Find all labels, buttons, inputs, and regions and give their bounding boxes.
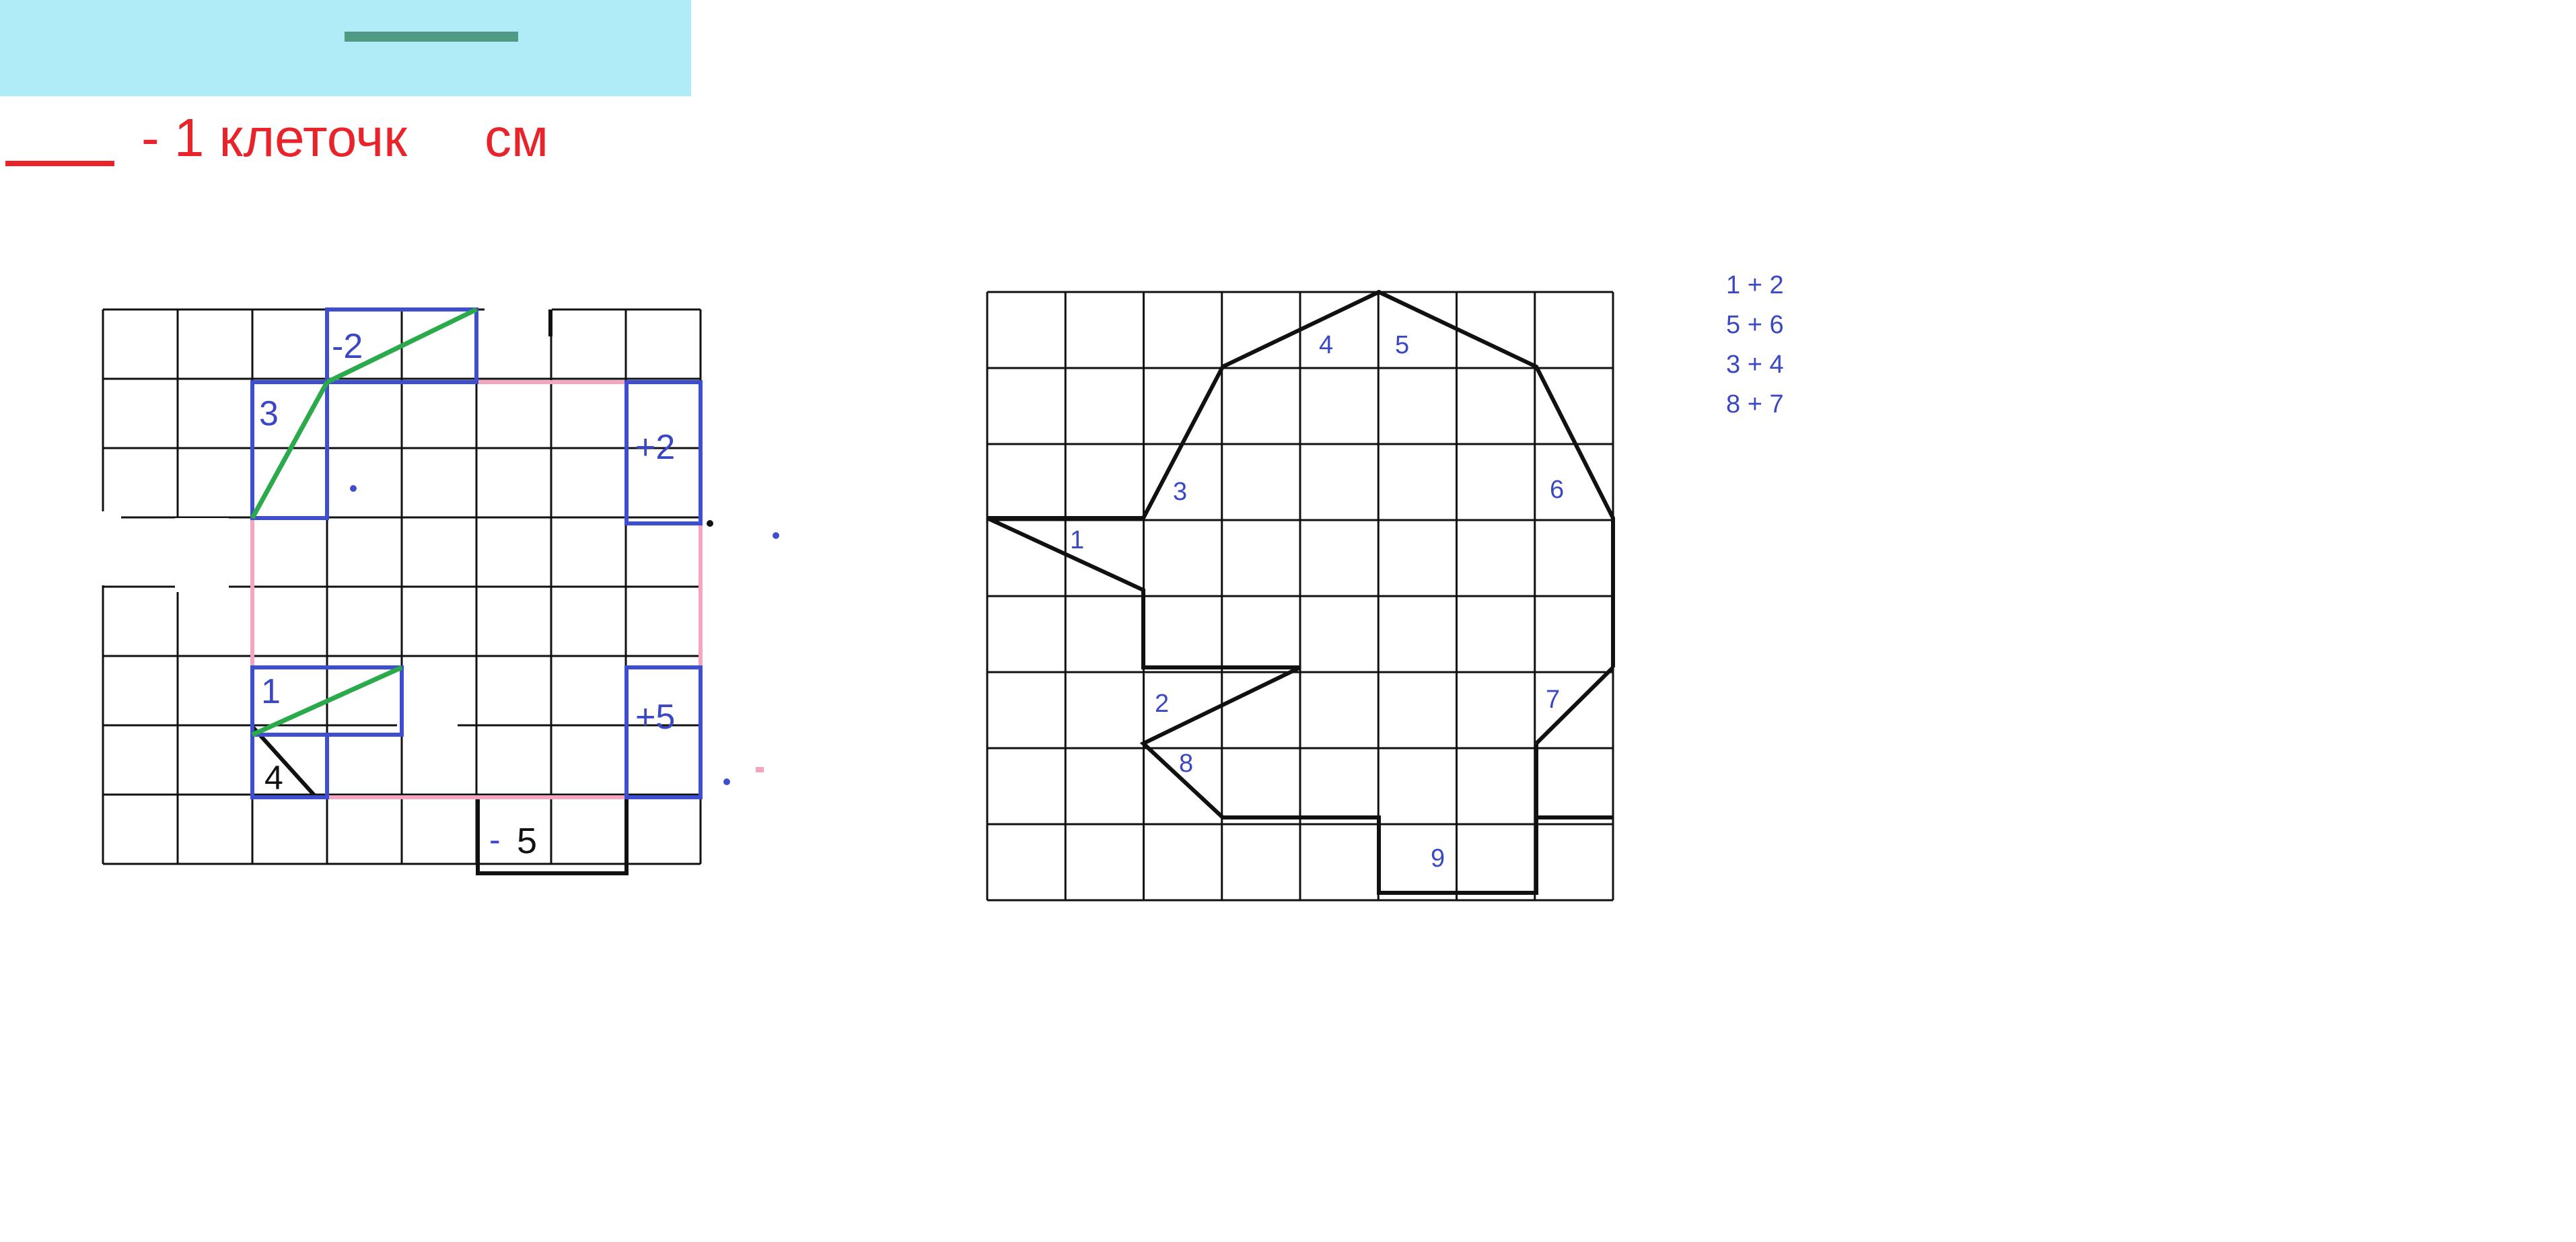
label-1: 1	[1070, 526, 1084, 554]
pair-item: 8 + 7	[1726, 390, 1784, 418]
pair-item: 1 + 2	[1726, 271, 1784, 299]
pink-speck	[756, 767, 764, 772]
label-5: 5	[1395, 331, 1409, 359]
label-8: 8	[1179, 750, 1193, 778]
blue-dot	[773, 532, 779, 539]
blue-rect-plus5	[624, 665, 703, 799]
banner-background	[0, 0, 691, 96]
green-diagonal	[326, 307, 478, 385]
blue-dot	[350, 485, 357, 492]
label-plus5: +5	[635, 698, 675, 737]
pair-item: 5 + 6	[1726, 311, 1784, 339]
left-figure: -2 3 +2 1 +5 4 - 5	[81, 296, 779, 875]
blue-rect-4	[250, 735, 329, 799]
label-minus-sign: -	[489, 821, 501, 859]
label-7: 7	[1546, 686, 1560, 714]
blue-rect-plus2	[624, 380, 703, 525]
erased-patch	[485, 296, 552, 336]
scale-legend: - 1 клеточк см	[5, 108, 548, 168]
green-diagonal	[251, 665, 403, 737]
label-9: 9	[1431, 844, 1445, 873]
right-grid	[986, 291, 1614, 902]
scale-unit: см	[485, 108, 548, 168]
label-6: 6	[1550, 476, 1564, 504]
banner-bar	[345, 32, 518, 42]
scale-text: - 1 клеточк	[141, 108, 408, 168]
label-minus2: -2	[332, 327, 363, 366]
black-dot	[707, 520, 713, 527]
blue-rect-3	[250, 380, 329, 520]
green-diagonal	[250, 381, 330, 519]
label-4: 4	[1319, 331, 1333, 359]
label-1: 1	[261, 672, 281, 711]
label-3: 3	[1173, 478, 1187, 506]
right-figure: 1 2 3 4 5 6 7 8 9	[986, 289, 1615, 902]
erased-patch	[81, 511, 121, 585]
blue-rect-minus2	[325, 307, 478, 384]
label-2: 2	[1155, 690, 1169, 718]
header-banner	[0, 0, 691, 96]
erased-patch	[397, 673, 458, 727]
label-plus2: +2	[635, 428, 675, 467]
erased-patch	[572, 316, 619, 343]
erased-patch	[175, 518, 229, 592]
label-5: 5	[517, 821, 537, 861]
label-4: 4	[264, 759, 283, 797]
blue-dot	[723, 778, 730, 785]
label-3: 3	[259, 394, 279, 433]
pair-item: 3 + 4	[1726, 351, 1784, 379]
pair-list: 1 + 2 5 + 6 3 + 4 8 + 7	[1726, 266, 1784, 425]
